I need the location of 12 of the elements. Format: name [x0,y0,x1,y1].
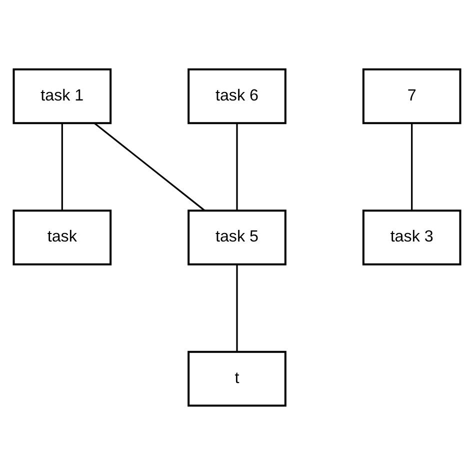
connector [94,122,206,211]
node-box: task 6 [188,68,286,124]
connector [236,123,238,210]
node-box: task [12,209,112,265]
node-box: 7 [362,68,462,124]
node-box: task 3 [362,209,462,265]
connector [411,123,413,210]
node-box: task 1 [12,68,112,124]
connector [236,264,238,351]
connector [61,123,63,210]
node-box: task 5 [188,209,286,265]
node-box: t [188,350,286,406]
